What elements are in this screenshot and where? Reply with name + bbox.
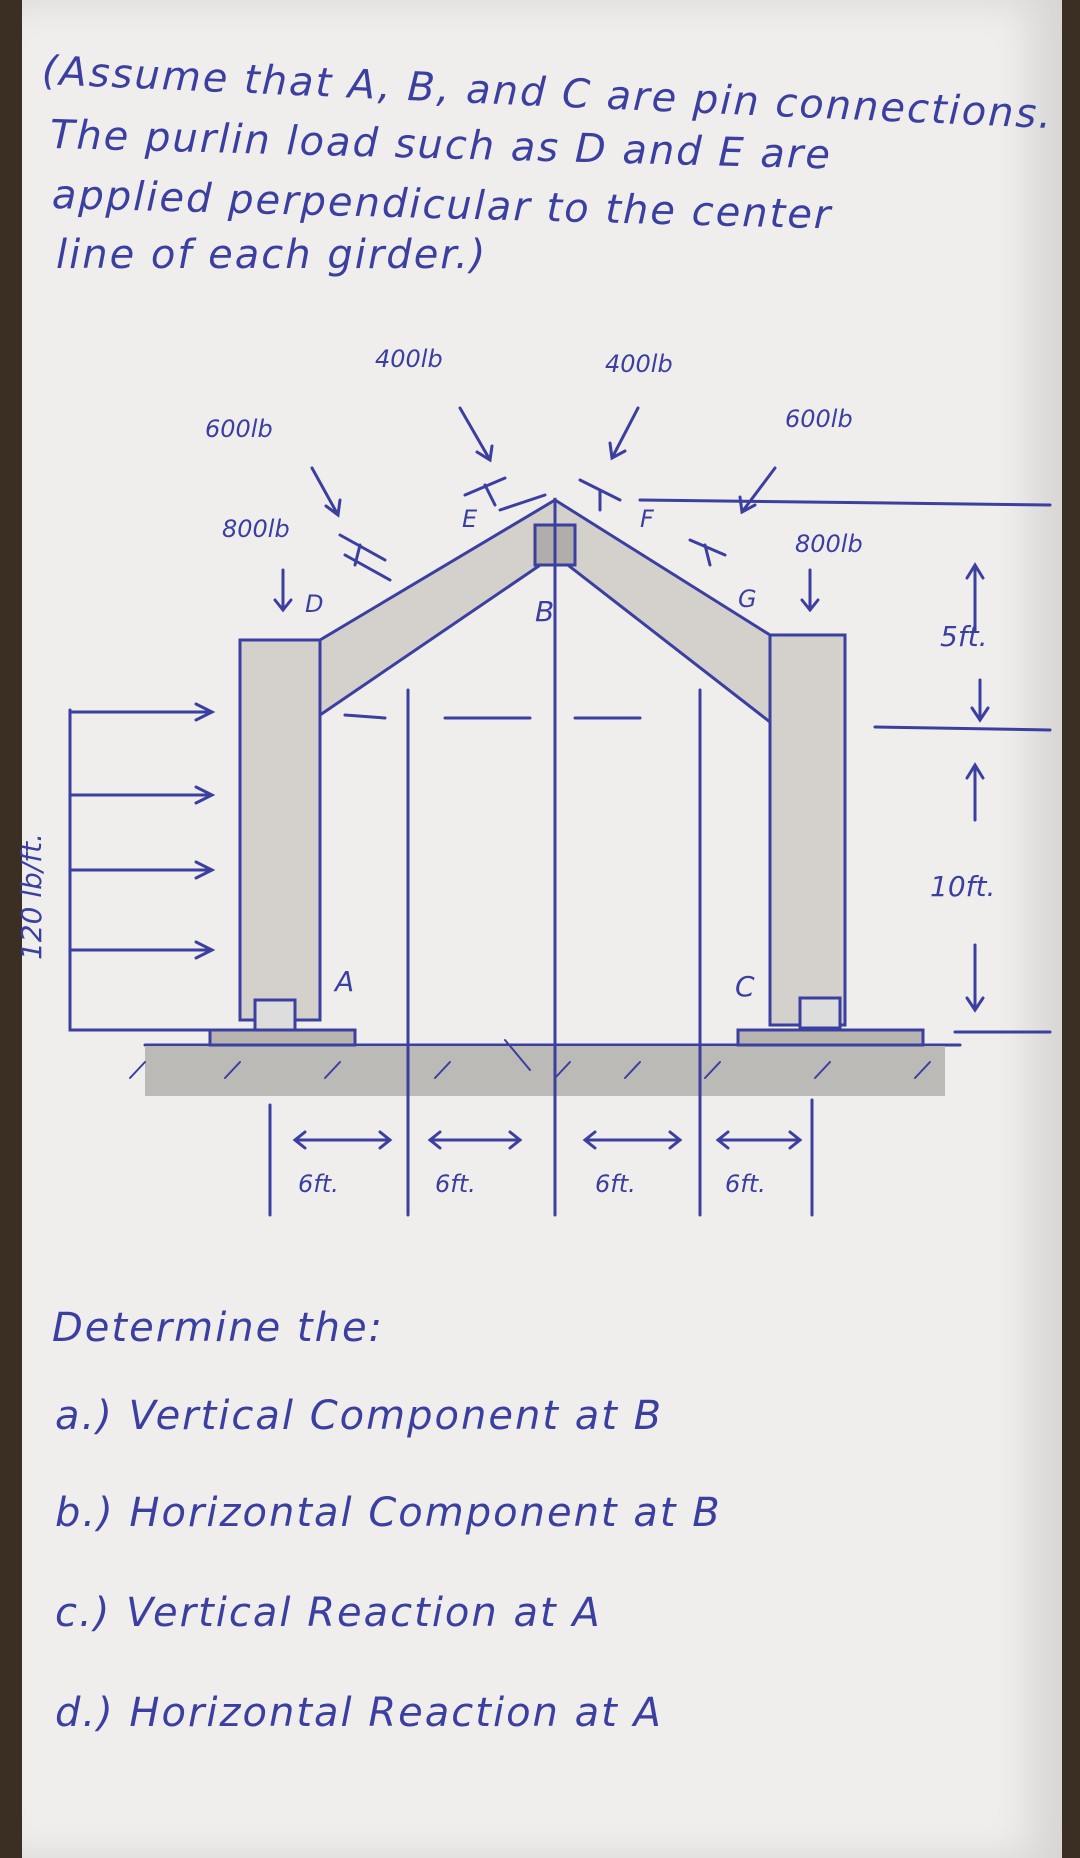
label-600lb-right: 600lb [785, 405, 853, 433]
point-label-a: A [335, 965, 355, 998]
paper-sheet [22, 0, 1062, 1858]
label-distributed-load: 120 lb/ft. [15, 832, 49, 961]
load-arrow-600-right [738, 466, 777, 515]
span-label-2: 6ft. [435, 1170, 476, 1198]
span-label-3: 6ft. [595, 1170, 636, 1198]
load-arrow-400-right [608, 406, 640, 461]
questions-heading: Determine the: [52, 1305, 385, 1351]
point-label-f: F [640, 505, 654, 533]
label-600lb-left: 600lb [205, 415, 273, 443]
dim-5-bottom [970, 678, 990, 723]
dim-label-10ft: 10ft. [930, 870, 996, 903]
dim-10-top [965, 762, 985, 822]
dim-5-base-line [873, 725, 1052, 732]
load-arrow-400-left [458, 406, 494, 463]
left-girder [318, 497, 557, 718]
span-arrow-1 [292, 1130, 393, 1150]
label-800lb-right: 800lb [795, 530, 863, 558]
load-arrow-800-left [273, 568, 293, 613]
point-label-e: E [462, 505, 478, 533]
point-label-b: B [535, 595, 555, 628]
span-arrow-2 [427, 1130, 523, 1150]
point-label-d: D [305, 590, 324, 618]
label-800lb-left: 800lb [222, 515, 290, 543]
load-arrow-800-right [800, 568, 820, 613]
label-400lb-right: 400lb [605, 350, 673, 378]
span-arrow-4 [715, 1130, 803, 1150]
dim-10-bottom [965, 943, 985, 1013]
distributed-load-box [68, 708, 212, 1032]
ground-fill [145, 1046, 945, 1096]
question-b: b.) Horizontal Component at B [55, 1490, 722, 1536]
dim-label-5ft: 5ft. [940, 620, 988, 653]
dim-5-top [965, 562, 985, 632]
load-arrow-600-left [310, 466, 342, 518]
span-label-4: 6ft. [725, 1170, 766, 1198]
span-gridlines [406, 508, 702, 1217]
point-label-c: C [735, 970, 755, 1003]
question-a: a.) Vertical Component at B [55, 1393, 664, 1439]
label-400lb-left: 400lb [375, 345, 443, 373]
left-column [238, 638, 322, 1022]
purlin-e [463, 476, 547, 512]
span-arrow-3 [582, 1130, 683, 1150]
question-d: d.) Horizontal Reaction at A [55, 1690, 663, 1736]
note-line-4: line of each girder.) [56, 232, 488, 278]
reference-line [638, 498, 1052, 507]
right-column [768, 633, 847, 1027]
span-label-1: 6ft. [298, 1170, 339, 1198]
purlin-g [688, 538, 727, 567]
span-edge-lines [268, 1098, 814, 1217]
point-label-g: G [738, 585, 757, 613]
purlin-d [338, 533, 392, 582]
purlin-f [578, 478, 622, 512]
question-c: c.) Vertical Reaction at A [55, 1590, 602, 1636]
